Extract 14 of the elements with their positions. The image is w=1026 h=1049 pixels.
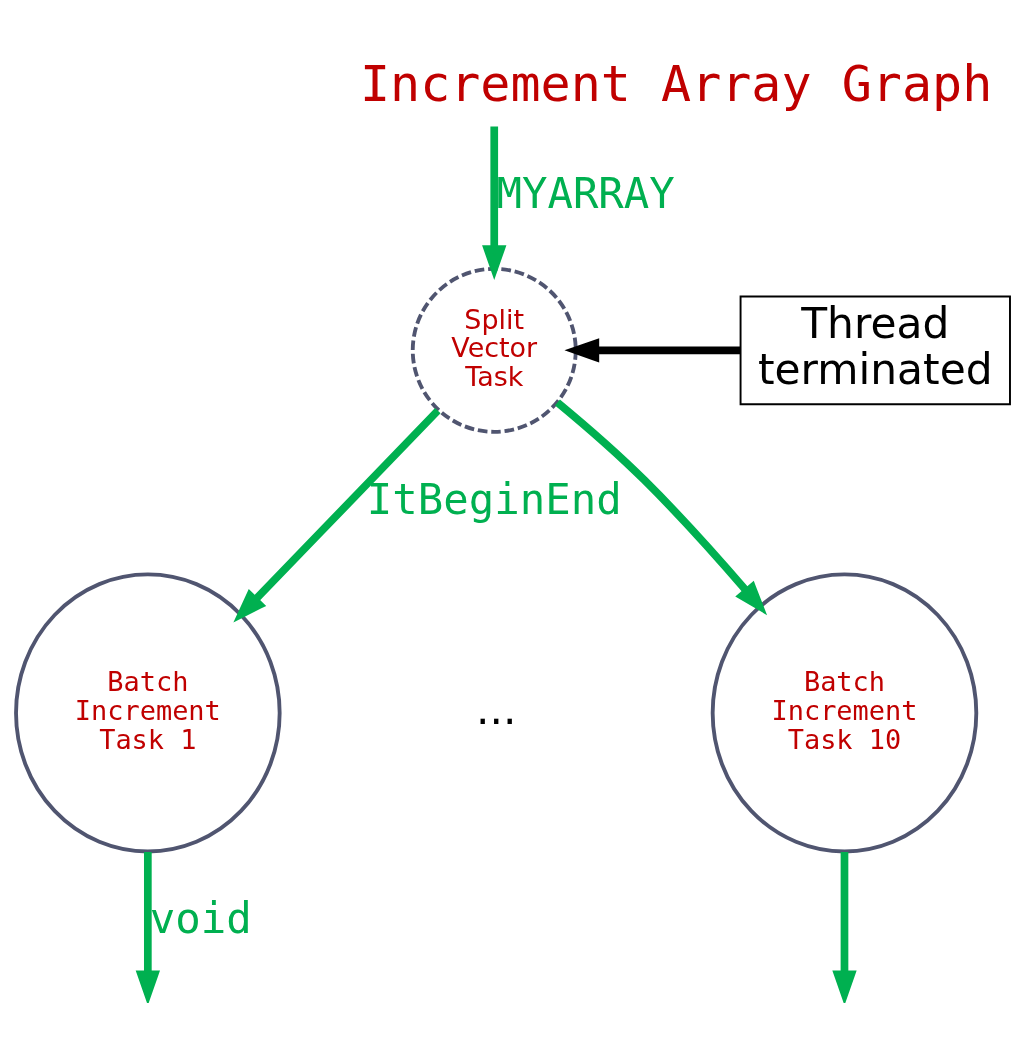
node-box: Thread terminated bbox=[739, 295, 1011, 406]
node-circle: Batch Increment Task 1 bbox=[14, 572, 282, 854]
arrow bbox=[233, 408, 441, 623]
arrow bbox=[564, 338, 741, 363]
diagram-title: Increment Array Graph bbox=[359, 55, 993, 114]
edge-label: MYARRAY bbox=[496, 169, 675, 219]
node-circle: Batch Increment Task 10 bbox=[710, 572, 979, 854]
arrow bbox=[832, 851, 857, 1003]
arrow bbox=[555, 399, 768, 616]
label: ... bbox=[475, 684, 517, 734]
arrow bbox=[135, 851, 160, 1003]
edge-label: void bbox=[149, 894, 252, 944]
edge-label: ItBeginEnd bbox=[366, 474, 622, 524]
node-circle: Split Vector Task bbox=[410, 266, 578, 434]
